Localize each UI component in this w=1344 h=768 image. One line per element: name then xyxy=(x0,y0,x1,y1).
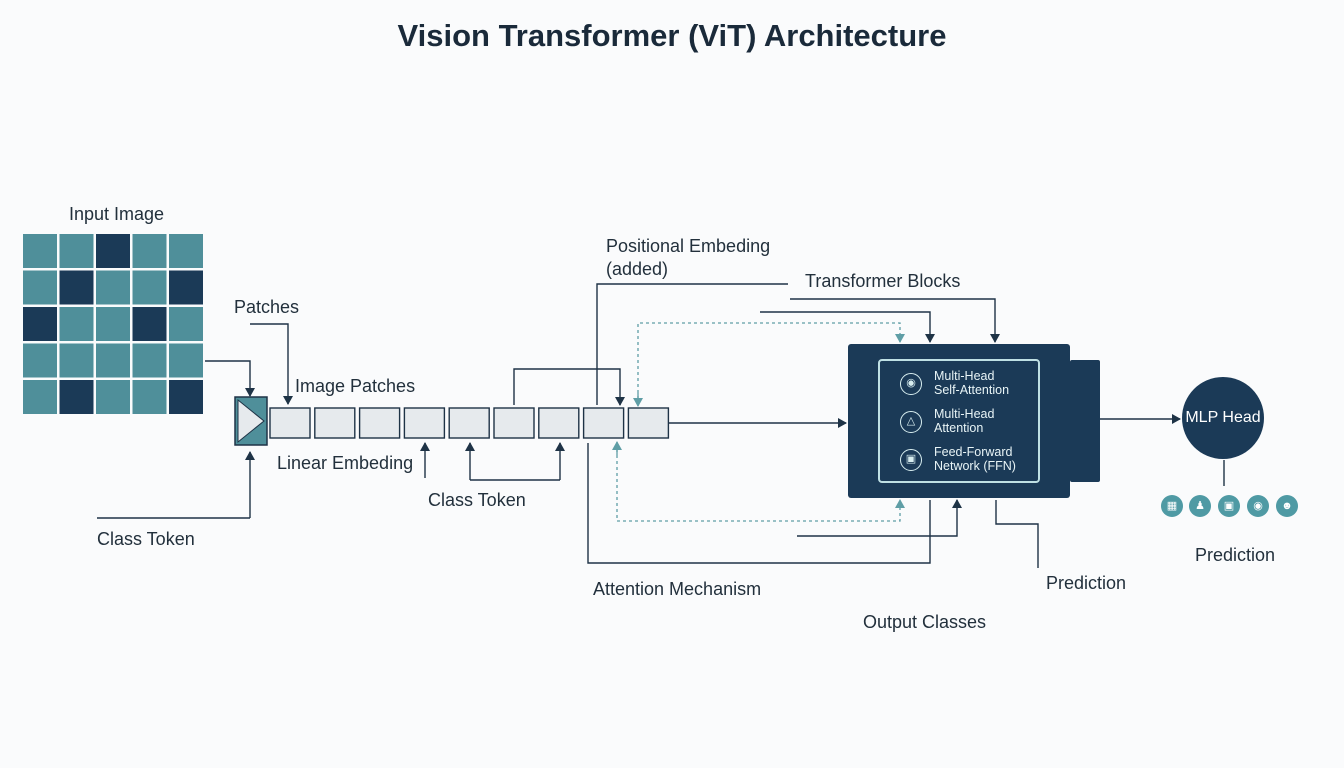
transformer-blocks-label: Transformer Blocks xyxy=(805,271,961,291)
image-cell xyxy=(59,307,94,341)
token-box xyxy=(403,407,446,439)
image-cell xyxy=(96,307,130,341)
encoder-item-line: Multi-Head xyxy=(934,369,995,383)
encoder-item-line: Attention xyxy=(934,421,984,435)
patches-label: Patches xyxy=(234,297,300,317)
encoder-item-ffn: ▣ Feed-Forward Network (FFN) xyxy=(898,445,1038,479)
token-box xyxy=(627,407,670,439)
positional-embedding-added-label: (added) xyxy=(606,259,669,279)
encoder-item-line: Self-Attention xyxy=(934,383,1010,397)
image-cell xyxy=(23,380,57,414)
attention-loop xyxy=(587,443,931,564)
image-cell xyxy=(96,343,130,378)
image-cell xyxy=(59,343,94,378)
input-image-grid xyxy=(23,234,203,414)
image-icon: ▣ xyxy=(1218,495,1240,517)
image-cell xyxy=(23,343,57,378)
prediction-label-right: Prediction xyxy=(1195,545,1276,565)
token-box xyxy=(448,407,490,439)
output-classes-label: Output Classes xyxy=(863,612,987,632)
token-sequence xyxy=(269,407,670,439)
encoder-item-line: Multi-Head xyxy=(934,407,995,421)
grid-to-splitter-line xyxy=(205,360,255,397)
person-icon: ☻ xyxy=(1276,495,1298,517)
image-cell xyxy=(169,234,203,268)
image-cell xyxy=(169,380,203,414)
image-cell xyxy=(132,270,167,305)
people-icon: ♟ xyxy=(1189,495,1211,517)
image-cell xyxy=(132,343,167,378)
class-token-label-left: Class Token xyxy=(97,529,195,549)
encoder-item-self-attention: ◉ Multi-Head Self-Attention xyxy=(898,369,1038,403)
image-patches-label: Image Patches xyxy=(295,376,416,396)
token-box xyxy=(269,407,311,439)
image-cell xyxy=(169,343,203,378)
token-box xyxy=(314,407,356,439)
image-cell xyxy=(169,270,203,305)
encoder-inner-panel: ◉ Multi-Head Self-Attention △ Multi-Head… xyxy=(878,359,1040,483)
network-icon: △ xyxy=(900,411,922,433)
encoder-item-line: Feed-Forward xyxy=(934,445,1013,459)
dashed-connectors xyxy=(616,322,905,522)
patch-splitter xyxy=(234,396,268,446)
image-cell xyxy=(96,270,130,305)
positional-embed-line xyxy=(596,283,788,405)
prediction-line xyxy=(995,500,1039,568)
ffn-icon: ▣ xyxy=(900,449,922,471)
class-token-label-mid: Class Token xyxy=(428,490,526,510)
attention-icon: ◉ xyxy=(900,373,922,395)
mlp-head-circle xyxy=(1182,377,1264,459)
patches-arrow xyxy=(250,323,293,405)
image-cell xyxy=(59,234,94,268)
image-cell xyxy=(132,380,167,414)
image-cell xyxy=(132,234,167,268)
transformer-line-a xyxy=(760,311,935,343)
transformer-line-b xyxy=(790,298,1000,343)
encoder-item-attention: △ Multi-Head Attention xyxy=(898,407,1038,441)
output-line xyxy=(797,499,962,537)
image-cell xyxy=(96,234,130,268)
connectors xyxy=(97,283,1225,568)
image-cell xyxy=(23,307,57,341)
image-cell xyxy=(59,270,94,305)
class-token-loop xyxy=(513,368,625,406)
globe-icon: ◉ xyxy=(1247,495,1269,517)
page-title: Vision Transformer (ViT) Architecture xyxy=(397,18,947,53)
token-box xyxy=(538,407,580,439)
token-box xyxy=(582,407,625,439)
image-cell xyxy=(23,270,57,305)
image-cell xyxy=(169,307,203,341)
input-image-label: Input Image xyxy=(69,204,165,224)
mlp-head-label: MLP Head xyxy=(1185,409,1261,426)
linear-embedding-label: Linear Embeding xyxy=(277,453,414,473)
chart-icon: ▦ xyxy=(1161,495,1183,517)
image-cell xyxy=(96,380,130,414)
image-cell xyxy=(132,307,167,341)
image-cell xyxy=(59,380,94,414)
attention-mechanism-label: Attention Mechanism xyxy=(593,579,762,599)
token-box xyxy=(358,407,401,439)
prediction-label-mid: Prediction xyxy=(1046,573,1127,593)
positional-embedding-label: Positional Embeding xyxy=(606,236,771,256)
encoder-item-line: Network (FFN) xyxy=(934,459,1016,473)
image-cell xyxy=(23,234,57,268)
token-box xyxy=(493,407,535,439)
